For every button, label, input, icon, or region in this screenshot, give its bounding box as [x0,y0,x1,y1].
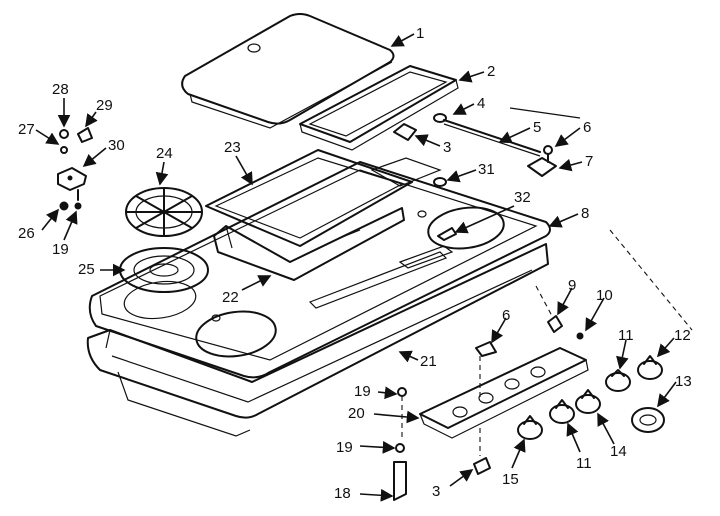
callout-11-lower: 11 [576,455,592,472]
burner-grate-part [125,187,203,237]
callout-24: 24 [156,145,173,162]
callout-19-upper: 19 [354,383,371,400]
knob-15 [517,415,543,440]
callout-32: 32 [514,189,531,206]
callout-7: 7 [585,153,593,170]
callout-6-lower: 6 [502,307,510,324]
callout-6-upper: 6 [583,119,591,136]
pan-part [213,207,405,281]
grate-frame-part [205,149,413,247]
callout-30: 30 [108,137,125,154]
callout-29: 29 [96,97,113,114]
callout-27: 27 [18,121,35,138]
callout-5: 5 [533,119,541,136]
callout-15: 15 [502,471,519,488]
callout-13: 13 [675,373,692,390]
callout-9: 9 [568,277,576,294]
callout-26: 26 [18,225,35,242]
knob-11-upper [605,369,631,392]
guide-lines [509,107,693,331]
knob-12 [637,355,663,380]
callout-23: 23 [224,139,241,156]
callout-4: 4 [477,95,485,112]
callout-22: 22 [222,289,239,306]
callout-19-lower: 19 [336,439,353,456]
bolt-bracket-lower [393,387,407,501]
control-knobs [517,355,665,440]
knob-14 [575,389,601,414]
callout-1: 1 [416,25,424,42]
knob-and-screw [547,315,584,340]
callout-3-lower: 3 [432,483,440,500]
callout-18: 18 [334,485,351,502]
panel-hardware [433,177,457,241]
callout-8: 8 [581,205,589,222]
callout-labels: 1 2 4 3 5 6 7 8 9 10 11 12 13 14 15 6 3 … [18,25,692,502]
clip-part-upper [393,123,417,141]
leader-lines [35,33,677,502]
callout-3-upper: 3 [443,139,451,156]
cooktop-panel-part [88,157,551,379]
callout-14: 14 [610,443,627,460]
bracket-part [527,157,557,177]
callout-2: 2 [487,63,495,80]
tray-part [299,65,459,151]
callout-21: 21 [420,353,437,370]
cover-lid-part [181,13,395,129]
callout-28: 28 [52,81,69,98]
drip-bowl-part [119,247,209,293]
hardware-group-left [57,127,93,211]
callout-25: 25 [78,261,95,278]
callout-11-upper: 11 [618,327,634,344]
callout-31: 31 [478,161,495,178]
callout-12: 12 [674,327,691,344]
lower-frame-part [86,243,549,437]
rod-part [433,113,541,157]
control-panel-part [419,341,589,475]
knob-11-lower [549,399,575,424]
knob-13 [631,407,665,433]
callout-20: 20 [348,405,365,422]
callout-19-left: 19 [52,241,69,258]
callout-10: 10 [596,287,613,304]
